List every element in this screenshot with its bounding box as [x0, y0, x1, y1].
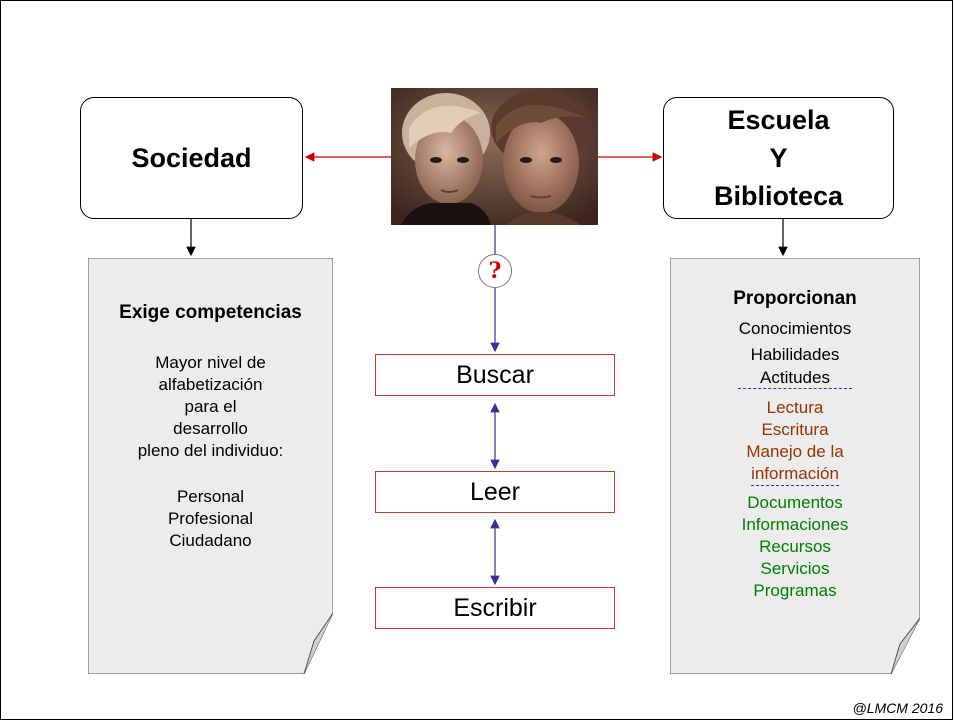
buscar-box: Buscar: [375, 354, 615, 396]
right-doc-group3-item: Programas: [753, 581, 837, 600]
left-doc-line: pleno del individuo:: [137, 441, 284, 460]
biblioteca-label: Biblioteca: [713, 181, 844, 211]
escuela-biblioteca-box: Escuela Y Biblioteca: [663, 97, 894, 219]
right-doc-heading: Proporcionan: [733, 288, 857, 309]
right-doc-group1-item: Habilidades: [750, 345, 840, 364]
students-photo: [391, 88, 598, 225]
right-document: Proporcionan Conocimientos Habilidades A…: [670, 258, 920, 674]
credit-text: @LMCM 2016: [852, 700, 943, 716]
left-doc-item: Profesional: [167, 509, 254, 528]
right-doc-group1-item: Actitudes: [738, 368, 852, 389]
right-doc-group1-item: Conocimientos: [738, 319, 852, 338]
right-doc-group2-item: información: [751, 463, 839, 486]
escribir-box: Escribir: [375, 587, 615, 629]
question-mark-icon: ?: [478, 254, 512, 288]
sociedad-box: Sociedad: [80, 97, 303, 219]
leer-label: Leer: [469, 477, 521, 506]
right-doc-group3-item: Servicios: [760, 559, 830, 578]
leer-box: Leer: [375, 471, 615, 513]
left-doc-item: Personal: [176, 487, 245, 506]
left-doc-heading: Exige competencias: [119, 302, 302, 323]
left-doc-line: Mayor nivel de: [155, 353, 266, 372]
right-doc-group3-item: Documentos: [747, 493, 843, 512]
right-doc-group2-item: Manejo de la: [746, 442, 844, 461]
left-doc-item: Ciudadano: [169, 531, 252, 550]
right-doc-group2-item: Escritura: [761, 420, 829, 439]
left-document-shape: [88, 258, 333, 674]
y-label: Y: [769, 143, 788, 173]
right-doc-group3-item: Informaciones: [741, 515, 849, 534]
right-doc-group3-item: Recursos: [759, 537, 831, 556]
left-doc-line: alfabetización: [158, 375, 263, 394]
escribir-label: Escribir: [453, 593, 537, 622]
escuela-label: Escuela: [727, 105, 830, 135]
left-doc-line: desarrollo: [173, 419, 248, 438]
left-document: Exige competencias Mayor nivel de alfabe…: [88, 258, 333, 674]
right-document-shape: [670, 258, 920, 674]
right-doc-group2-item: Lectura: [766, 398, 824, 417]
sociedad-label: Sociedad: [131, 142, 252, 173]
left-doc-line: para el: [184, 397, 237, 416]
buscar-label: Buscar: [456, 360, 534, 389]
